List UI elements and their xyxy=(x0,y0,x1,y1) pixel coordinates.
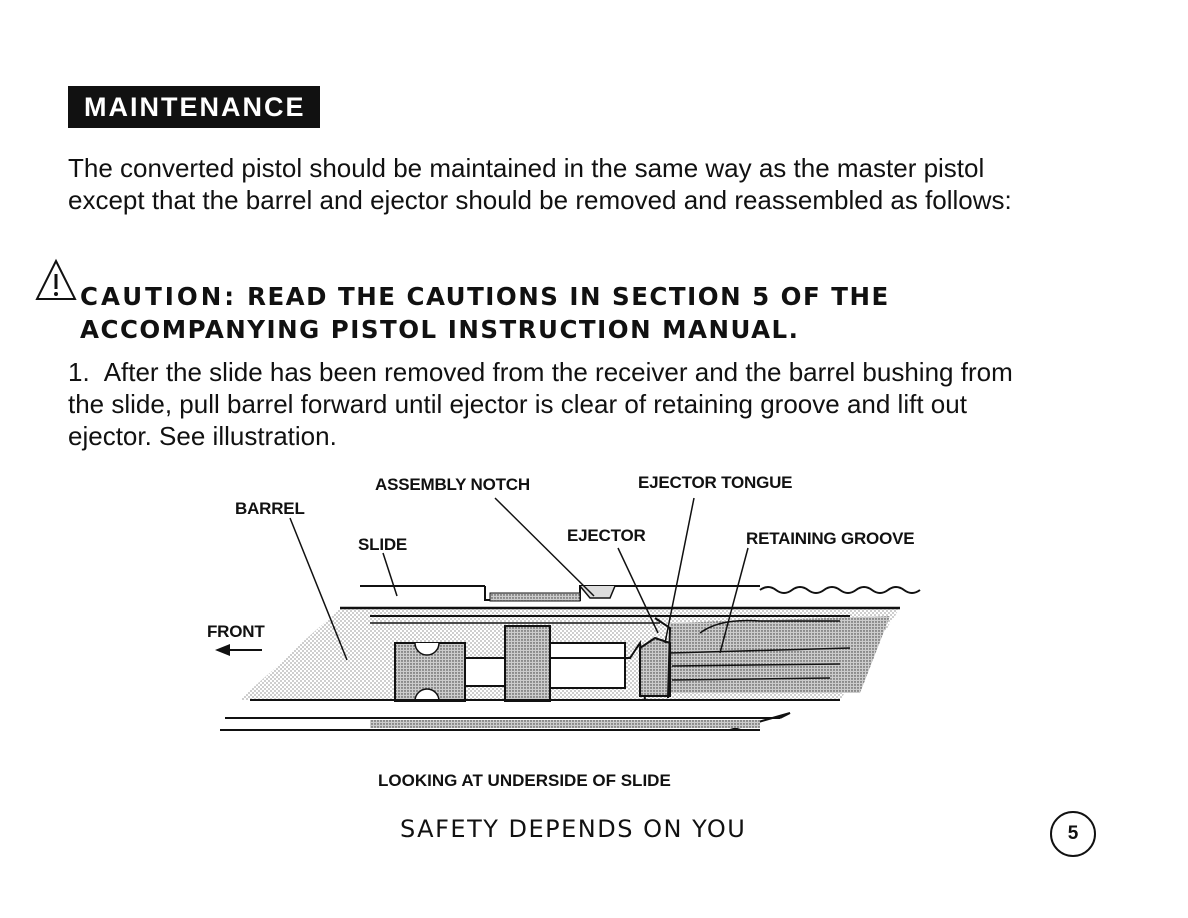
instruction-step: 1.After the slide has been removed from … xyxy=(68,356,1048,452)
label-slide: SLIDE xyxy=(358,535,408,554)
slide-illustration xyxy=(215,497,921,731)
step-text: After the slide has been removed from th… xyxy=(68,357,1013,451)
label-ejector-tongue: EJECTOR TONGUE xyxy=(638,473,793,492)
caution-label: CAUTION: xyxy=(80,282,238,311)
page-number: 5 xyxy=(1050,811,1096,857)
label-front: FRONT xyxy=(207,622,265,641)
label-retaining-groove: RETAINING GROOVE xyxy=(746,529,915,548)
slide-diagram: ASSEMBLY NOTCH EJECTOR TONGUE BARREL SLI… xyxy=(200,468,960,758)
footer-slogan: SAFETY DEPENDS ON YOU xyxy=(400,815,747,843)
section-heading: MAINTENANCE xyxy=(68,86,320,128)
label-barrel: BARREL xyxy=(235,499,305,518)
step-number: 1. xyxy=(68,357,90,387)
label-ejector: EJECTOR xyxy=(567,526,646,545)
diagram-caption: LOOKING AT UNDERSIDE OF SLIDE xyxy=(378,771,671,790)
label-assembly-notch: ASSEMBLY NOTCH xyxy=(375,475,530,494)
caution-notice: CAUTION: READ THE CAUTIONS IN SECTION 5 … xyxy=(80,280,1060,346)
warning-triangle-icon xyxy=(35,258,77,300)
intro-paragraph: The converted pistol should be maintaine… xyxy=(68,153,1012,215)
caution-text: READ THE CAUTIONS IN SECTION 5 OF THE AC… xyxy=(80,282,890,344)
